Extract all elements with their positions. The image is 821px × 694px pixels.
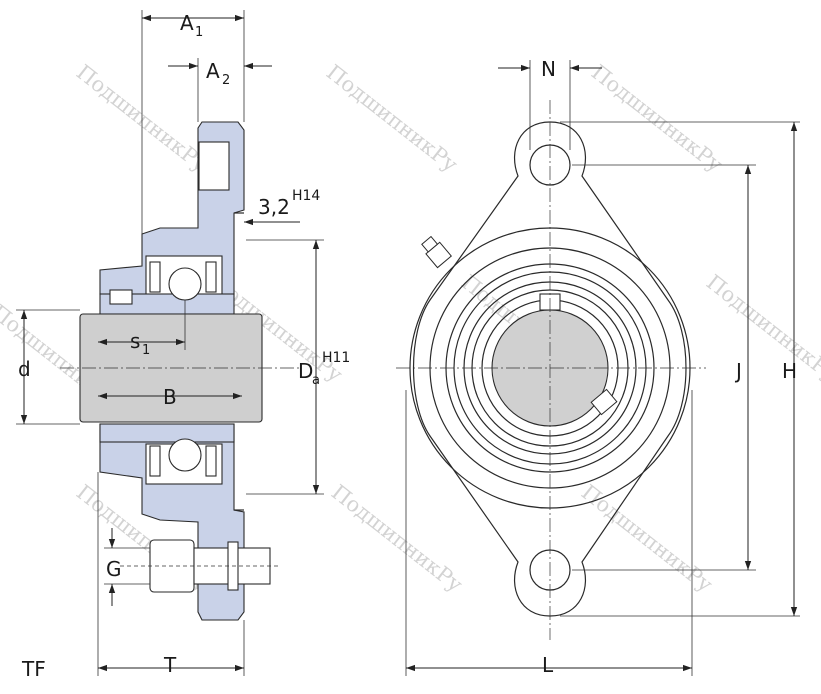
label-H: H	[782, 359, 797, 383]
label-G: G	[106, 557, 122, 581]
front-view	[396, 60, 800, 676]
ball-upper	[168, 267, 202, 301]
label-designation: TF	[21, 657, 46, 681]
label-J: J	[734, 359, 742, 383]
label-d: d	[18, 357, 31, 381]
side-section-view	[16, 10, 324, 676]
seal-lower-right	[205, 445, 217, 477]
label-Da-sub: a	[312, 373, 320, 388]
label-groove-width: 3,2	[258, 195, 290, 219]
label-A2: A	[206, 59, 220, 83]
watermark-9: ПодшипникРу	[327, 480, 468, 597]
label-L: L	[542, 653, 554, 677]
label-s1: s	[130, 329, 140, 353]
watermark-7: ПодшипникРу	[702, 270, 821, 387]
label-N: N	[541, 57, 556, 81]
seal-lower-left	[149, 445, 161, 477]
label-Da-tolerance: H11	[322, 350, 350, 366]
set-screw-side	[590, 388, 618, 416]
label-A1: A	[180, 11, 194, 35]
label-groove-tolerance: H14	[292, 188, 320, 204]
label-B: B	[163, 385, 177, 409]
seal-upper-left	[149, 261, 161, 293]
ball-lower	[168, 438, 202, 472]
label-A1-sub: 1	[195, 25, 203, 40]
grease-nipple	[421, 235, 453, 269]
watermark-2: ПодшипникРу	[322, 60, 463, 177]
seal-upper-right	[205, 261, 217, 293]
inner-ring-lower	[99, 423, 235, 443]
label-A2-sub: 2	[222, 73, 230, 88]
label-T: T	[163, 653, 177, 677]
label-Da: D	[298, 359, 313, 383]
set-screw	[109, 289, 133, 305]
front-view-labels: N J H L	[541, 57, 797, 677]
label-s1-sub: 1	[142, 343, 150, 358]
watermark-3: ПодшипникРу	[587, 60, 728, 177]
upper-bolt-hole	[198, 141, 230, 191]
side-view-labels: A 1 A 2 3,2 H14 s 1 d B D a H11 G T TF	[18, 11, 350, 681]
